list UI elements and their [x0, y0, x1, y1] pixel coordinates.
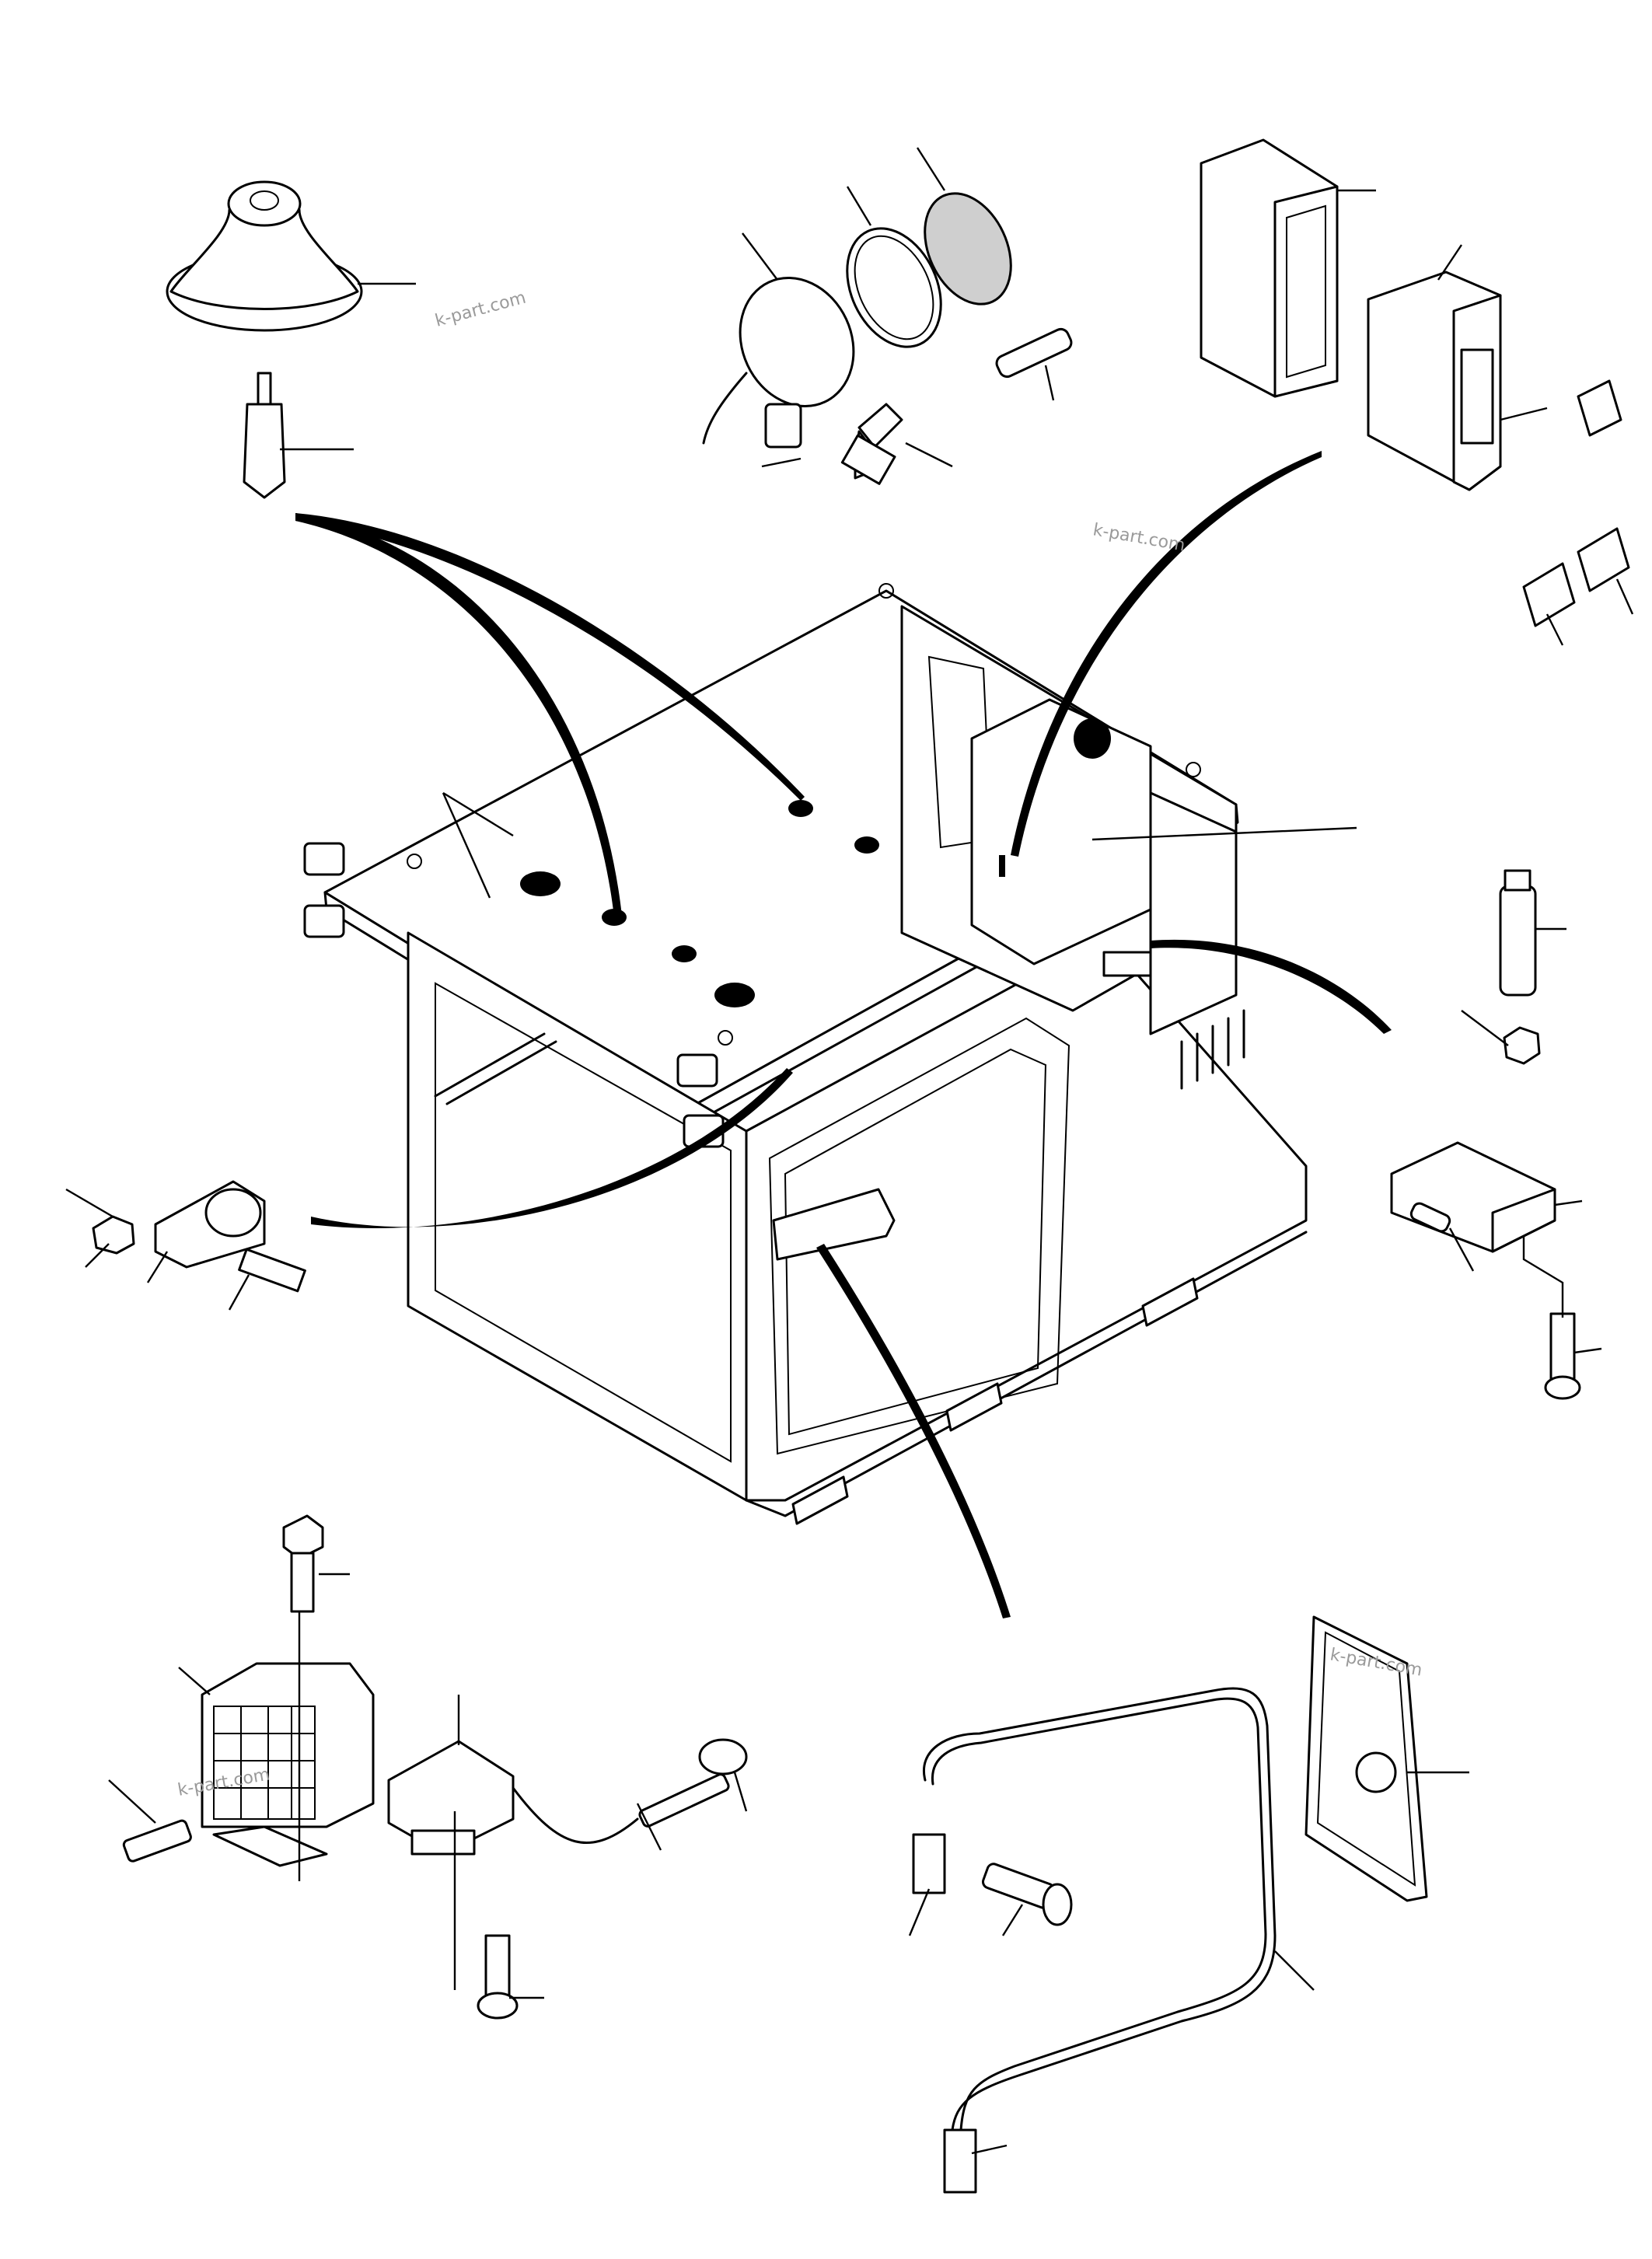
- mirror-bolt-icon: [981, 1863, 1073, 1926]
- switch-symbol-icon: [1577, 379, 1622, 437]
- mirror-clamp-icon: [912, 1833, 977, 2194]
- work-lamp-bulb-icon: [122, 1819, 192, 1863]
- work-lamp-housing-icon: [201, 1662, 375, 1867]
- lamp-bolt-icon: [840, 403, 903, 485]
- beacon-symbol-icon: [1577, 527, 1630, 592]
- beacon-bulb-icon: [243, 372, 286, 499]
- watermark-1: k-part.com: [433, 288, 528, 331]
- mirror-icon: [1304, 1615, 1428, 1902]
- beacon-icon: [166, 180, 363, 332]
- mirror-stay-icon: [923, 1687, 1277, 2132]
- left-screw-icon: [238, 1248, 306, 1293]
- rocker-switch-icon: [1367, 271, 1502, 491]
- socket-screw-icon: [1544, 1312, 1581, 1400]
- left-nut-icon: [92, 1215, 135, 1255]
- power-socket-icon: [154, 1180, 266, 1269]
- connection-arrows: [295, 451, 1392, 1618]
- lighter-socket-icon: [1499, 869, 1537, 997]
- leader-lines: [65, 147, 1634, 2155]
- relay-bolt-icon: [477, 1934, 519, 2020]
- terminal-block-icon: [1390, 1141, 1556, 1253]
- relay-icon: [387, 1740, 515, 1856]
- lamp-bulb-icon: [995, 327, 1073, 379]
- socket-nut-icon: [1503, 1026, 1541, 1065]
- work-lamp-icon: [702, 276, 855, 449]
- switch-holder-icon: [1200, 138, 1339, 398]
- operator-cab: [303, 583, 1308, 1525]
- work-lamp-bolt-icon: [282, 1514, 324, 1613]
- lamp-lens-icon: [924, 192, 1012, 306]
- socket-bulb-icon: [1409, 1202, 1451, 1233]
- lamp-ring-icon: [846, 227, 942, 348]
- harness-icon: [512, 1738, 748, 1845]
- watermark-2: k-part.com: [1091, 520, 1186, 555]
- work-light-symbol-icon: [1522, 562, 1576, 627]
